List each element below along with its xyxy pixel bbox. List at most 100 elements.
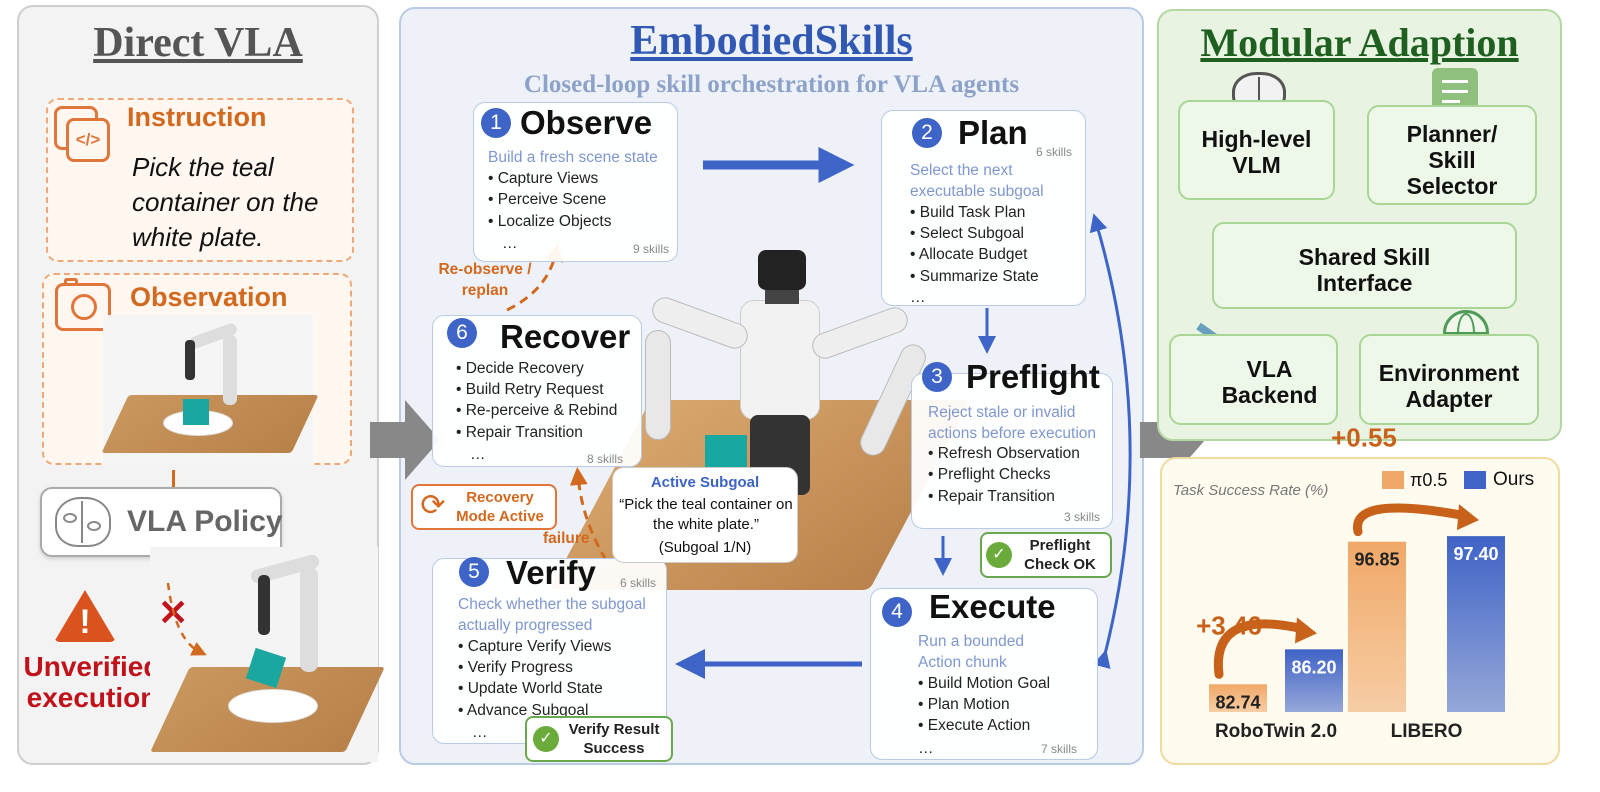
bar-pi: [1209, 684, 1267, 712]
vla-backend-box: VLA Backend: [1169, 334, 1338, 425]
refresh-icon: ⟳: [420, 489, 446, 522]
embodied-skills-subtitle: Closed-loop skill orchestration for VLA …: [523, 71, 1020, 98]
code-icon: </>: [54, 106, 114, 166]
delta-arrow: [1213, 619, 1310, 679]
plan-item: …: [910, 289, 926, 306]
verify-item: • Advance Subgoal: [458, 702, 589, 719]
chart-title: Task Success Rate (%): [1173, 482, 1329, 499]
execute-item: • Build Motion Goal: [918, 675, 1051, 692]
recover-item: …: [470, 446, 486, 463]
bar-ours: [1447, 536, 1505, 712]
preflight-card: [911, 373, 1113, 529]
verify-item: • Capture Verify Views: [458, 638, 612, 655]
bar-value-label: 97.40: [1453, 544, 1498, 564]
observe-skills: 9 skills: [633, 242, 670, 256]
plan-item: • Select Subgoal: [910, 225, 1025, 242]
active-subgoal-title: Active Subgoal: [650, 474, 760, 491]
verify-badge-text: Verify Result Success: [568, 721, 660, 757]
plan-skills: 6 skills: [1036, 145, 1073, 159]
observe-desc: Build a fresh scene state: [488, 149, 658, 166]
execute-number: 4: [882, 597, 912, 627]
verify-check-icon: ✓: [533, 726, 559, 752]
warning-text: Unverified execution: [23, 651, 161, 713]
preflight-title: Preflight: [966, 358, 1100, 395]
delta-label: +3.46: [1196, 610, 1262, 640]
bar-pi: [1348, 541, 1406, 712]
recover-title: Recover: [500, 318, 631, 355]
observe-item: • Localize Objects: [488, 213, 612, 230]
direct-vla-title: Direct VLA: [93, 20, 303, 66]
arrow-to-policy: [172, 470, 175, 500]
active-subgoal-count: (Subgoal 1/N): [658, 539, 752, 556]
observe-item: • Capture Views: [488, 170, 599, 187]
bar-value-label: 82.74: [1215, 692, 1260, 712]
observe-number: 1: [481, 108, 511, 138]
warning-icon: !: [54, 590, 116, 644]
verify-number: 5: [459, 557, 489, 587]
verify-item: • Verify Progress: [458, 659, 573, 676]
plan-desc: Select the next executable subgoal: [910, 162, 1044, 200]
modular-adaption-title: Modular Adaption: [1200, 20, 1519, 65]
active-subgoal-text: “Pick the teal container on the white pl…: [619, 496, 793, 533]
delta-arrow-head: [1295, 617, 1317, 644]
execution-image: ✕: [150, 547, 385, 762]
legend-label-pi: π0.5: [1410, 470, 1448, 490]
embodied-skills-title: EmbodiedSkills: [630, 18, 913, 64]
planner-selector-box: Planner/ Skill Selector: [1367, 105, 1537, 205]
plan-title: Plan: [958, 114, 1028, 151]
delta-arrow: [1353, 503, 1472, 537]
observe-item: …: [502, 235, 518, 252]
recover-item: • Decide Recovery: [456, 360, 584, 377]
legend-label-ours: Ours: [1493, 469, 1535, 490]
bar-ours: [1285, 649, 1343, 712]
vla-policy-label: VLA Policy: [127, 505, 283, 538]
execute-item: • Execute Action: [918, 717, 1031, 734]
recover-item: • Repair Transition: [456, 424, 583, 441]
instruction-label: Instruction: [127, 102, 267, 132]
category-label: LIBERO: [1391, 721, 1463, 742]
execute-title: Execute: [929, 588, 1056, 625]
legend-swatch-ours: [1464, 471, 1486, 489]
verify-item: …: [472, 724, 488, 741]
recover-card: [432, 315, 642, 467]
execute-skills: 7 skills: [1041, 742, 1078, 756]
reobserve-label: Re-observe / replan: [438, 261, 532, 299]
active-subgoal-box: [612, 467, 798, 563]
preflight-item: • Preflight Checks: [928, 466, 1051, 483]
preflight-item: • Repair Transition: [928, 488, 1055, 505]
delta-arrow-head: [1457, 504, 1479, 531]
observe-title: Observe: [520, 104, 653, 141]
failure-label: failure: [543, 530, 590, 547]
verify-title: Verify: [506, 554, 596, 591]
camera-icon: [55, 278, 111, 331]
recover-item: • Build Retry Request: [456, 381, 604, 398]
instruction-text: Pick the teal container on the white pla…: [132, 152, 319, 252]
recover-number: 6: [447, 318, 477, 348]
recovery-badge-text: Recovery Mode Active: [456, 489, 544, 525]
verify-skills: 6 skills: [620, 576, 657, 590]
legend-swatch-pi: [1382, 471, 1404, 489]
high-level-vlm-box: High-level VLM: [1178, 100, 1335, 200]
verify-item: • Update World State: [458, 680, 603, 697]
shared-interface-box: Shared Skill Interface: [1212, 222, 1517, 309]
category-label: RoboTwin 2.0: [1215, 721, 1337, 742]
recover-item: • Re-perceive & Rebind: [456, 402, 618, 419]
bar-value-label: 86.20: [1291, 657, 1336, 677]
recovery-badge: [411, 484, 557, 530]
delta-label: +0.55: [1331, 423, 1397, 453]
plan-number: 2: [912, 118, 942, 148]
preflight-number: 3: [922, 362, 952, 392]
bar-value-label: 96.85: [1354, 550, 1399, 570]
verify-card: [432, 558, 667, 744]
execute-item: …: [918, 740, 934, 757]
preflight-skills: 3 skills: [1064, 510, 1101, 524]
environment-adapter-box: Environment Adapter: [1359, 334, 1539, 425]
plan-item: • Allocate Budget: [910, 246, 1028, 263]
execute-desc: Run a bounded Action chunk: [918, 633, 1025, 671]
plan-item: • Build Task Plan: [910, 204, 1026, 221]
instruction-box: [46, 98, 354, 262]
preflight-desc: Reject stale or invalid actions before e…: [928, 404, 1097, 442]
observation-image: [101, 315, 319, 465]
